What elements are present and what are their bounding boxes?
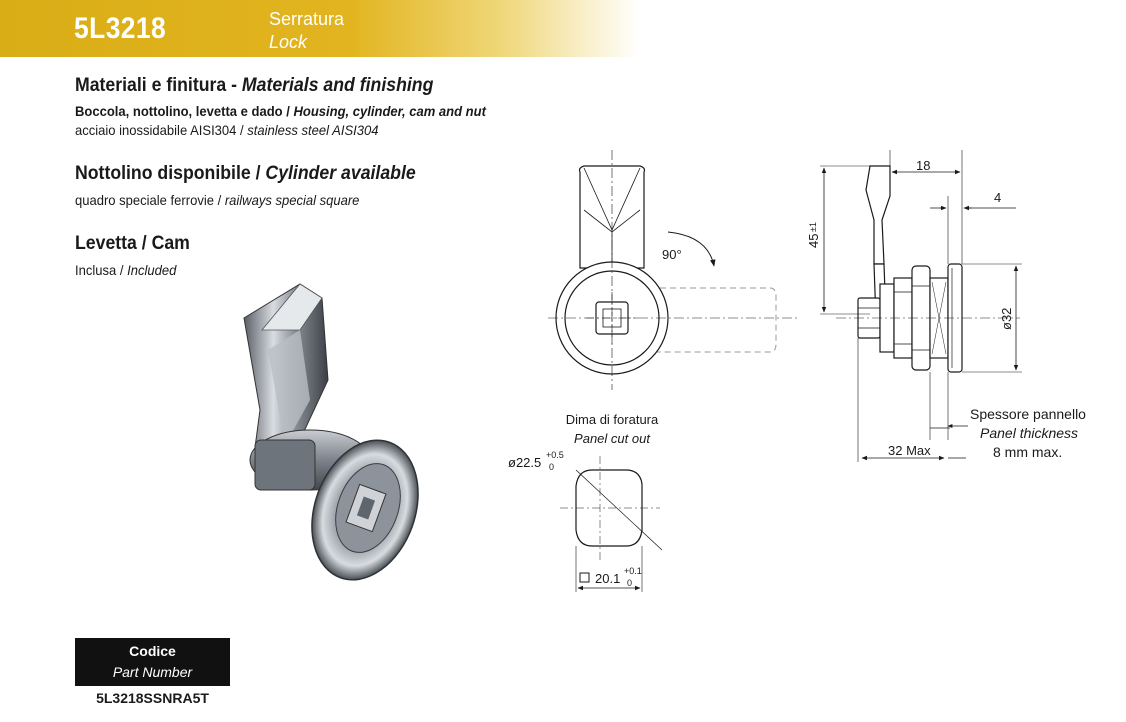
materials-title: Materiali e finitura - Materials and fin… [75,75,433,97]
side-view-drawing [820,150,1022,462]
header-banner: 5L3218 Serratura Lock [0,0,640,57]
product-name-it: Serratura [269,9,345,29]
cutout-title-it: Dima di foratura [566,412,659,427]
materials-material-it: acciaio inossidabile AISI304 / [75,122,244,138]
square-symbol-icon [579,572,590,583]
thickness-it: Spessore pannello [970,406,1086,422]
materials-parts: Boccola, nottolino, levetta e dado / Hou… [75,103,486,119]
front-view-drawing [548,150,800,390]
part-number-value[interactable]: 5L3218SSNRA5T [96,690,209,706]
cutout-drawing [560,456,663,592]
thickness-en: Panel thickness [980,425,1078,441]
product-code: 5L3218 [74,12,167,45]
lock-product-image [243,283,419,581]
cam-value-en: Included [127,262,177,278]
rotation-label: 90° [662,247,682,262]
part-number-label-it: Codice [129,643,176,659]
dim-height-tol: ±1 [808,222,818,232]
part-number-box: Codice Part Number [75,638,230,686]
dim-dia: ø32 [999,308,1014,330]
cutout-square-tol-top: +0.1 [624,566,642,576]
thickness-en-text: Panel thickness [980,425,1079,441]
cylinder-value-it: quadro speciale ferrovie / [75,192,222,208]
materials-title-it: Materiali e finitura - [75,75,238,96]
cylinder-value: quadro speciale ferrovie / railways spec… [75,192,359,208]
materials-material: acciaio inossidabile AISI304 / stainless… [75,122,379,138]
dim-max: 32 Max [888,443,931,458]
dim-cam: 4 [994,190,1001,205]
dim-dia-group: ø32 [999,308,1014,330]
cam-value: Inclusa / Included [75,262,176,278]
dim-width: 18 [916,158,930,173]
thickness-val: 8 mm max. [993,444,1063,460]
cylinder-title-it: Nottolino disponibile / [75,163,261,184]
dim-height: 45 [806,234,821,248]
materials-material-en: stainless steel AISI304 [247,122,379,138]
cutout-dia-tol-bot: 0 [549,462,554,472]
materials-parts-en: Housing, cylinder, cam and nut [293,103,486,119]
cylinder-title: Nottolino disponibile / Cylinder availab… [75,163,416,185]
cutout-title-en: Panel cut out [574,431,651,446]
cutout-dia-tol-top: +0.5 [546,450,564,460]
part-number-label-en: Part Number [112,664,193,680]
materials-title-en: Materials and finishing [241,75,434,96]
cutout-square-tol-bot: 0 [627,578,632,588]
materials-parts-it: Boccola, nottolino, levetta e dado / [75,103,290,119]
cam-title: Levetta / Cam [75,233,190,254]
cylinder-value-en: railways special square [224,192,360,208]
product-name-en: Lock [269,32,308,52]
cutout-square: 20.1 [595,571,620,586]
cutout-dia: ø22.5 [508,455,541,470]
cylinder-title-en: Cylinder available [265,163,416,184]
dim-height-group: 45 ±1 [806,222,821,248]
cam-value-it: Inclusa / [75,262,124,278]
